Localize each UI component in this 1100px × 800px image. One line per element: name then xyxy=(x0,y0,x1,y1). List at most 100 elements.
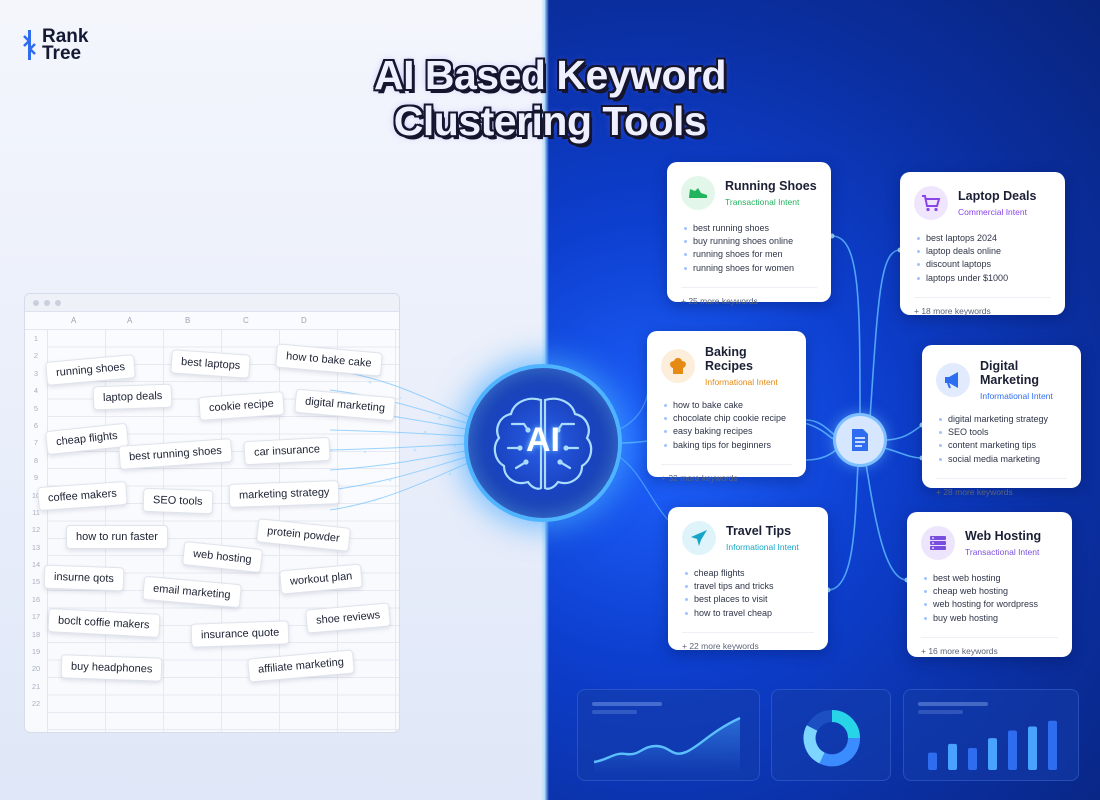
row-number: 19 xyxy=(31,647,41,657)
cluster-card-laptop-deals[interactable]: Laptop Deals Commercial Intent best lapt… xyxy=(900,172,1065,316)
more-keywords-link[interactable]: + 18 more keywords xyxy=(914,296,1051,316)
cluster-keyword: discount laptops xyxy=(917,258,1051,271)
row-number: 16 xyxy=(31,594,41,604)
column-header: A xyxy=(127,316,133,325)
cluster-keyword: running shoes for women xyxy=(684,262,817,275)
cluster-keyword: how to bake cake xyxy=(664,399,792,412)
more-keywords-link[interactable]: + 32 more keywords xyxy=(661,463,792,483)
server-icon xyxy=(921,526,955,560)
trend-line-chart xyxy=(593,716,741,774)
row-number: 1 xyxy=(33,334,39,343)
cluster-keyword: content marketing tips xyxy=(939,439,1067,452)
cluster-keyword: easy baking recipes xyxy=(664,425,792,438)
cluster-keyword: SEO tools xyxy=(939,426,1067,439)
row-number: 9 xyxy=(33,473,39,483)
row-number: 21 xyxy=(31,681,41,691)
cluster-keyword: travel tips and tricks xyxy=(685,580,814,593)
column-header: A xyxy=(71,316,77,325)
cluster-intent: Transactional Intent xyxy=(965,547,1040,557)
cluster-card-baking-recipes[interactable]: Baking Recipes Informational Intent how … xyxy=(647,331,806,483)
ai-label: AI xyxy=(526,421,560,459)
row-number: 4 xyxy=(33,386,39,396)
cluster-intent: Informational Intent xyxy=(705,377,778,387)
plane-icon xyxy=(682,521,716,555)
cluster-keyword: buy running shoes online xyxy=(684,235,817,248)
cluster-keyword: best running shoes xyxy=(684,222,817,235)
bar-chart-panel xyxy=(903,689,1079,781)
cart-icon xyxy=(914,186,948,220)
chef-hat-icon xyxy=(661,349,695,383)
row-number: 14 xyxy=(31,560,41,570)
cluster-keyword: laptops under $1000 xyxy=(917,272,1051,285)
cluster-keyword: running shoes for men xyxy=(684,248,817,261)
bar-chart xyxy=(928,720,1057,770)
donut-chart-panel xyxy=(771,689,891,781)
cluster-keyword: baking tips for beginners xyxy=(664,439,792,452)
page-title: AI Based Keyword Clustering Tools xyxy=(260,52,840,144)
row-number: 22 xyxy=(31,699,41,709)
row-number: 20 xyxy=(31,664,41,674)
row-number: 18 xyxy=(31,629,41,639)
bar xyxy=(928,752,937,770)
donut-chart xyxy=(803,710,860,767)
cluster-title: Baking Recipes xyxy=(705,345,753,373)
cluster-keyword: how to travel cheap xyxy=(685,607,814,620)
cluster-card-digital-marketing[interactable]: Digital Marketing Informational Intent d… xyxy=(922,345,1081,497)
more-keywords-link[interactable]: + 22 more keywords xyxy=(682,631,814,651)
ai-brain-core: AI xyxy=(468,368,618,518)
cluster-keyword: social media marketing xyxy=(939,453,1067,466)
bar xyxy=(1048,720,1057,770)
cluster-keyword: best web hosting xyxy=(924,572,1058,585)
row-number: 13 xyxy=(31,542,41,552)
row-number: 11 xyxy=(32,507,40,517)
cluster-card-web-hosting[interactable]: Web Hosting Transactional Intent best we… xyxy=(907,512,1072,657)
cluster-keyword: best laptops 2024 xyxy=(917,232,1051,245)
cluster-title: Web Hosting xyxy=(965,529,1042,543)
cluster-keyword: digital marketing strategy xyxy=(939,413,1067,426)
bar xyxy=(948,743,957,770)
column-header: D xyxy=(301,316,307,325)
bar xyxy=(1028,726,1037,770)
cluster-keyword: laptop deals online xyxy=(917,245,1051,258)
cluster-intent: Informational Intent xyxy=(726,542,799,552)
rank-tree-logo-icon xyxy=(22,28,38,62)
brand-line-1: Rank xyxy=(42,26,89,47)
document-icon xyxy=(852,429,868,451)
title-line-2: Clustering Tools xyxy=(393,98,707,144)
row-number: 12 xyxy=(31,525,41,535)
cluster-keyword: cheap flights xyxy=(685,567,814,580)
shoe-icon xyxy=(681,176,715,210)
cluster-keyword: chocolate chip cookie recipe xyxy=(664,412,792,425)
row-number: 6 xyxy=(33,420,39,430)
row-number: 3 xyxy=(33,368,39,378)
line-chart-panel xyxy=(577,689,760,781)
cluster-keyword: buy web hosting xyxy=(924,612,1058,625)
cluster-card-running-shoes[interactable]: Running Shoes Transactional Intent best … xyxy=(667,162,831,306)
cluster-keyword: web hosting for wordpress xyxy=(924,598,1058,611)
cluster-intent: Transactional Intent xyxy=(725,197,800,207)
cluster-title: Laptop Deals xyxy=(958,189,1037,203)
brand-line-2: Tree xyxy=(42,43,82,64)
spreadsheet-titlebar xyxy=(25,294,399,312)
more-keywords-link[interactable]: + 16 more keywords xyxy=(921,636,1058,656)
cluster-intent: Commercial Intent xyxy=(958,207,1027,217)
spreadsheet-column-headers: A A B C D xyxy=(25,312,399,330)
cluster-hub xyxy=(836,416,884,464)
cluster-title: Digital Marketing xyxy=(980,359,1040,387)
row-number: 5 xyxy=(33,403,39,413)
cluster-card-travel-tips[interactable]: Travel Tips Informational Intent cheap f… xyxy=(668,507,828,651)
cluster-title: Travel Tips xyxy=(726,524,792,538)
more-keywords-link[interactable]: + 28 more keywords xyxy=(936,477,1067,497)
more-keywords-link[interactable]: + 25 more keywords xyxy=(681,286,817,306)
row-number: 10 xyxy=(31,490,41,500)
bar xyxy=(968,747,977,770)
column-header: C xyxy=(243,316,249,325)
cluster-intent: Informational Intent xyxy=(980,391,1053,401)
cluster-title: Running Shoes xyxy=(725,179,817,193)
bar xyxy=(988,738,997,770)
column-header: B xyxy=(185,316,191,325)
keyword-chip: how to run faster xyxy=(66,525,168,549)
row-number: 7 xyxy=(33,438,39,448)
row-number: 8 xyxy=(33,455,39,465)
